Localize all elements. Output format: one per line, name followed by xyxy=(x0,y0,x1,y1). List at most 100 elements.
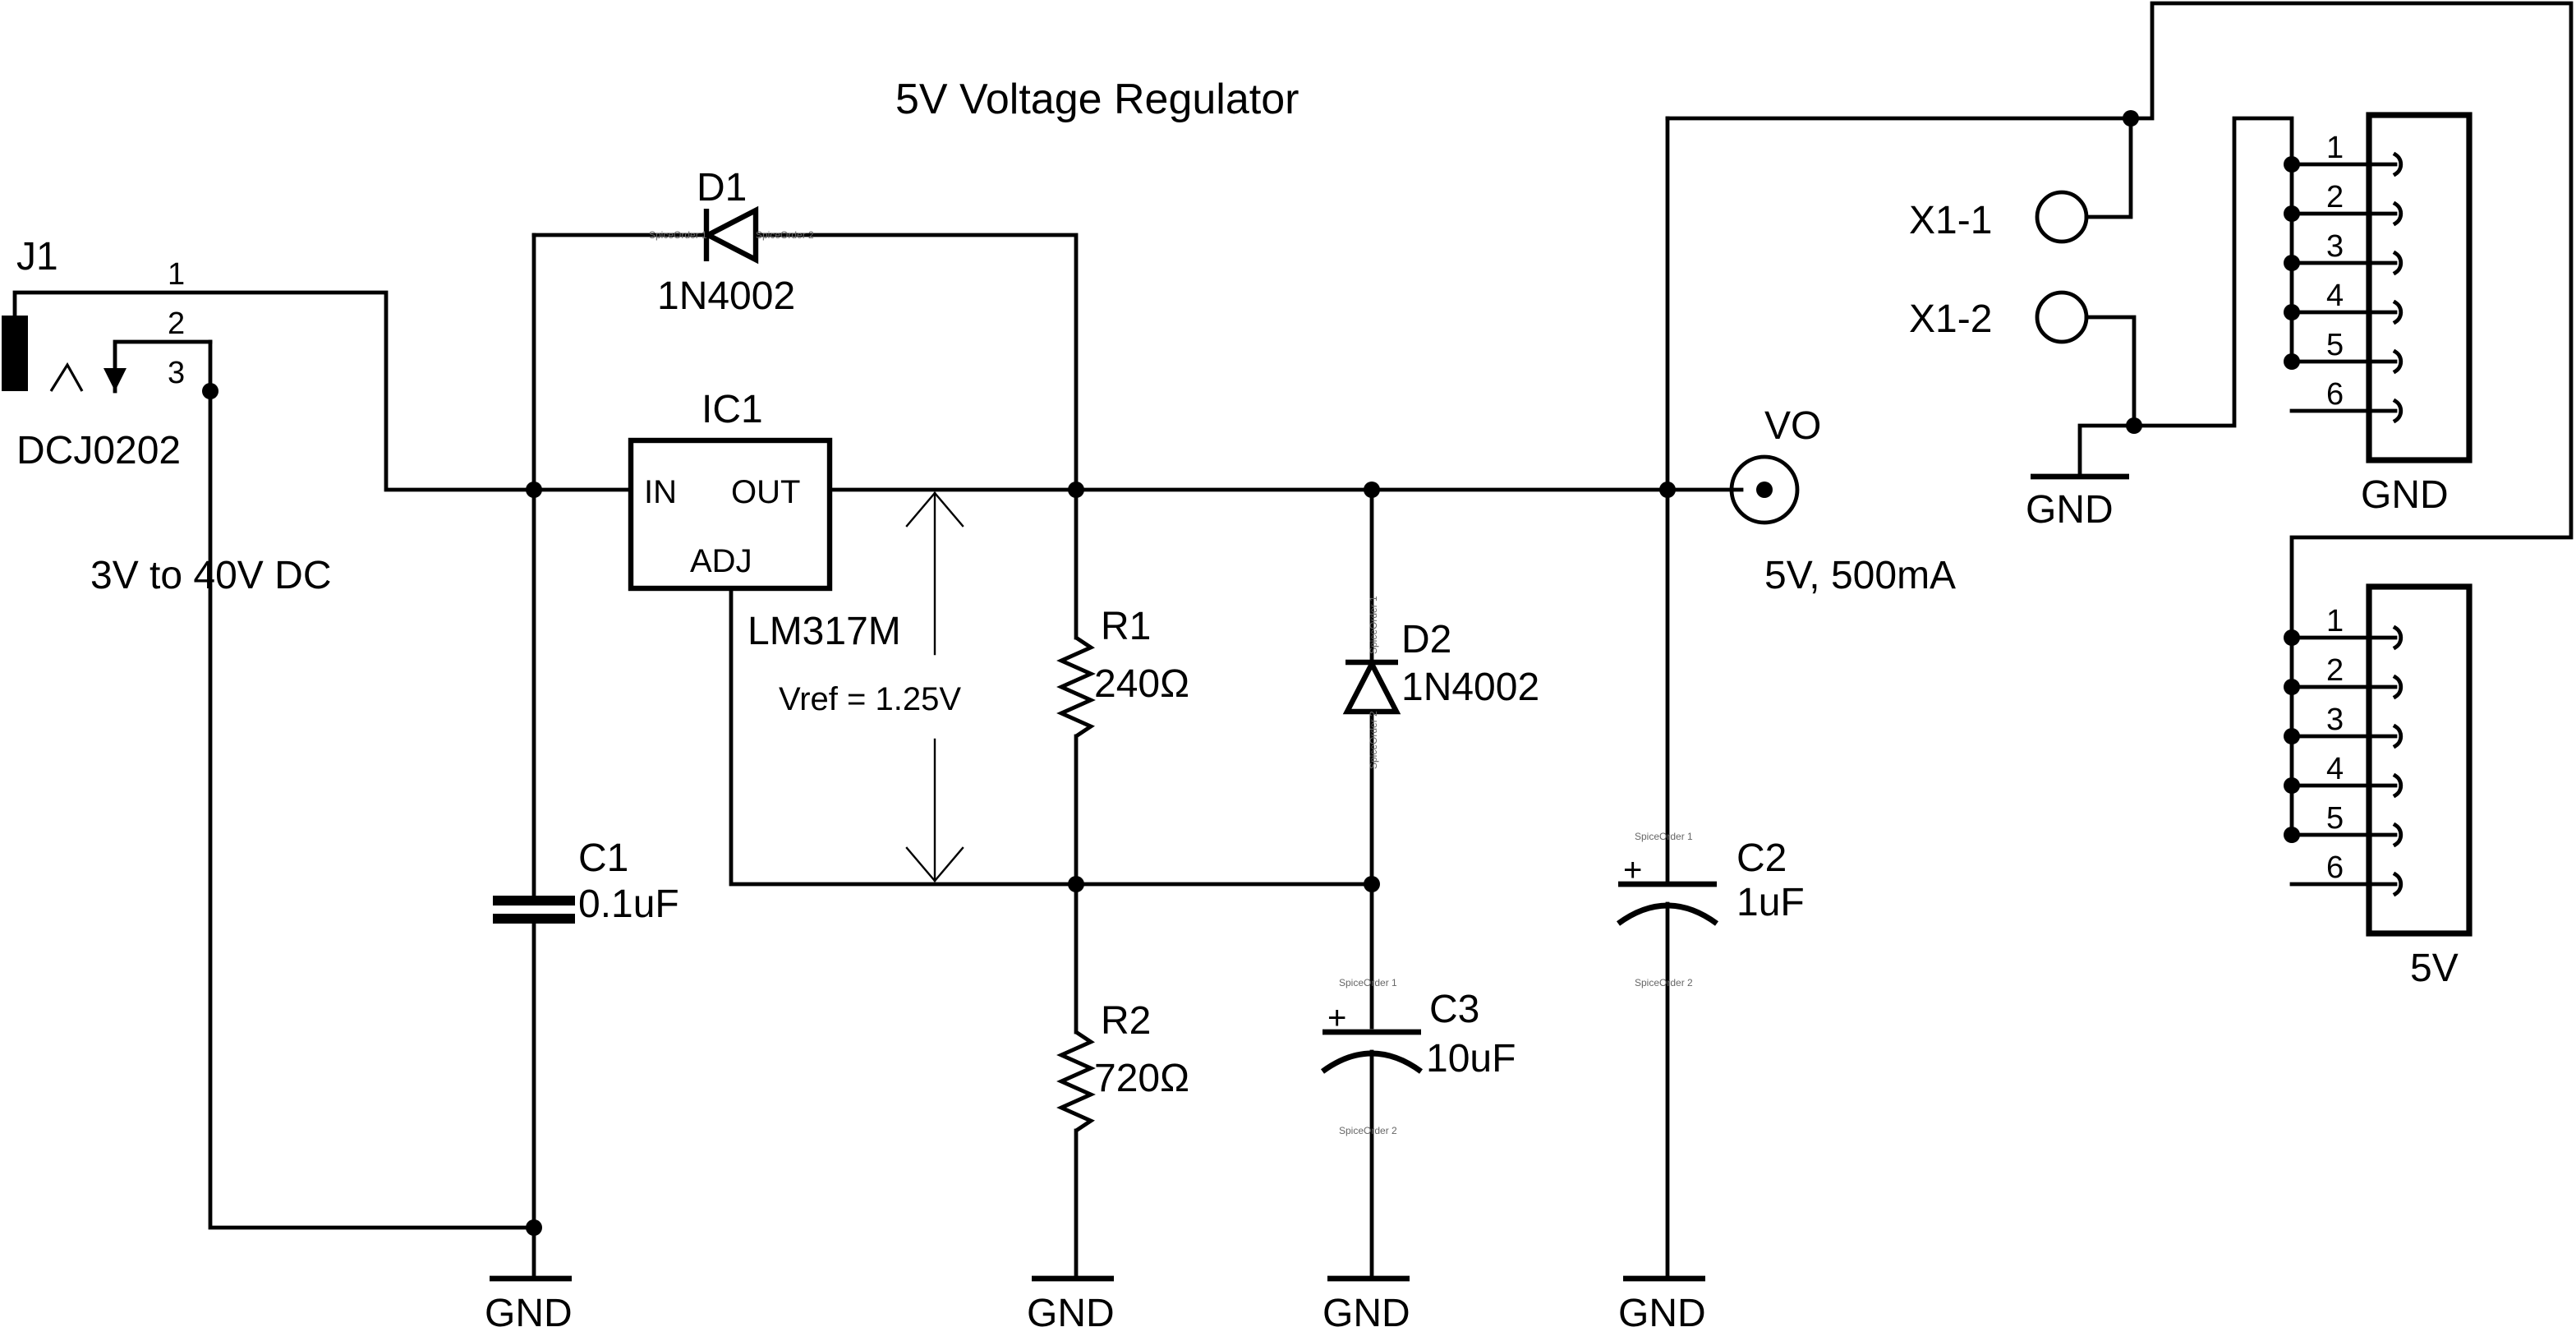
capacitor-c1[interactable] xyxy=(493,896,575,924)
c1-ref: C1 xyxy=(578,836,628,880)
header-gnd-pin-contact xyxy=(2392,398,2404,424)
header-gnd-pin-contact xyxy=(2392,151,2404,177)
ic1-ref: IC1 xyxy=(702,388,763,431)
r1-ref: R1 xyxy=(1101,605,1151,648)
ic1-part: LM317M xyxy=(748,610,901,653)
j1-part: DCJ0202 xyxy=(16,429,181,472)
header-5v-pin-number: 6 xyxy=(2326,850,2344,885)
junction-dot xyxy=(1068,482,1084,498)
junction-dot xyxy=(1659,482,1676,498)
wire-j1-pin3-to-ground xyxy=(208,389,536,1230)
junction-dot xyxy=(1364,482,1380,498)
diagram-title: 5V Voltage Regulator xyxy=(895,76,1299,123)
header-5v-pin-number: 1 xyxy=(2326,604,2344,638)
header-5v-pin-number: 2 xyxy=(2326,653,2344,688)
header-gnd-pin-contact xyxy=(2392,299,2404,325)
dc-jack-j1[interactable] xyxy=(2,316,213,394)
jack-body xyxy=(2,316,28,391)
header-gnd-pin-junction xyxy=(2284,255,2300,271)
c3-value: 10uF xyxy=(1426,1037,1516,1081)
header-5v-pin-junction xyxy=(2284,777,2300,794)
header-gnd-pin-number: 3 xyxy=(2326,229,2344,264)
d1-part: 1N4002 xyxy=(657,274,795,318)
output-rating: 5V, 500mA xyxy=(1764,554,1956,597)
c2-ref: C2 xyxy=(1736,836,1787,880)
header-5v-pin-contact xyxy=(2392,723,2404,749)
diode-d1[interactable] xyxy=(702,205,759,265)
x1-2-label: X1-2 xyxy=(1909,297,1992,341)
d2-spice-order-1: SpiceOrder 1 xyxy=(1368,596,1379,654)
header-gnd-pin-number: 4 xyxy=(2326,279,2344,313)
header-5v-pin-number: 3 xyxy=(2326,703,2344,737)
j1-ref: J1 xyxy=(16,235,58,279)
header-gnd-label: GND xyxy=(2361,473,2449,517)
header-gnd-pin-contact xyxy=(2392,348,2404,375)
header-5v-pin-contact xyxy=(2392,871,2404,897)
header-5v-pin-number: 5 xyxy=(2326,801,2344,836)
ground-label-c3: GND xyxy=(1322,1292,1410,1335)
output-testpoint-vo[interactable] xyxy=(1729,454,1800,525)
jack-spring-contact xyxy=(49,362,84,392)
c3-ref: C3 xyxy=(1429,988,1479,1031)
c2-spice-order-1: SpiceOrder 1 xyxy=(1635,831,1693,842)
header-gnd-pin-number: 6 xyxy=(2326,377,2344,412)
header-5v-pin-contact xyxy=(2392,674,2404,700)
junction-dots xyxy=(202,110,2142,1236)
junction-dot xyxy=(1364,876,1380,892)
header-5v-pin-junction xyxy=(2284,679,2300,695)
resistor-r2[interactable] xyxy=(1056,1030,1096,1132)
header-gnd-pin-junction xyxy=(2284,156,2300,173)
header-gnd-pin-junction xyxy=(2284,304,2300,320)
header-gnd-pin-number: 5 xyxy=(2326,328,2344,362)
c1-value: 0.1uF xyxy=(578,882,679,926)
vref-arrowhead-bottom xyxy=(905,846,964,882)
j1-pin2-label: 2 xyxy=(168,306,185,341)
wire-j1-pin1-to-input xyxy=(12,290,633,492)
d1-triangle xyxy=(702,205,759,265)
header-5v-pin-contact xyxy=(2392,772,2404,799)
vref-dimension-arrow xyxy=(905,491,964,882)
vref-label: Vref = 1.25V xyxy=(779,681,961,717)
wire-x1-2 xyxy=(2084,315,2137,428)
header-gnd-pin-number: 2 xyxy=(2326,180,2344,214)
wire-d1-anode xyxy=(753,233,1079,492)
wire-adj-node xyxy=(729,586,1374,887)
c2-value: 1uF xyxy=(1736,881,1805,924)
junction-dot xyxy=(1068,876,1084,892)
header-gnd[interactable] xyxy=(2366,112,2472,463)
j1-pin1-label: 1 xyxy=(168,257,185,292)
header-5v[interactable] xyxy=(2366,583,2472,937)
ic1-pin-in: IN xyxy=(644,474,677,510)
c3-polarity: + xyxy=(1327,1000,1346,1036)
header-5v-pin-junction xyxy=(2284,629,2300,646)
junction-dot xyxy=(202,383,218,399)
header-5v-pin-junction xyxy=(2284,728,2300,744)
c3-spice-order-1: SpiceOrder 1 xyxy=(1339,977,1397,988)
x1-2-pad[interactable] xyxy=(2035,290,2089,344)
c2-spice-order-2: SpiceOrder 2 xyxy=(1635,977,1693,988)
ic1-pin-out: OUT xyxy=(731,474,800,510)
resistor-r1[interactable] xyxy=(1056,636,1096,738)
header-5v-pin-contact xyxy=(2392,822,2404,848)
diode-d2[interactable] xyxy=(1342,658,1401,715)
header-5v-label: 5V xyxy=(2410,947,2459,990)
vref-arrowhead-top xyxy=(905,491,964,528)
x1-1-pad[interactable] xyxy=(2035,190,2089,244)
d2-spice-order-2: SpiceOrder 2 xyxy=(1368,711,1379,769)
ground-label-x1: GND xyxy=(2026,488,2114,532)
junction-dot xyxy=(2123,110,2139,127)
junction-dot xyxy=(526,482,542,498)
x1-1-label: X1-1 xyxy=(1909,199,1992,242)
r1-value: 240Ω xyxy=(1094,662,1189,706)
j1-pin3-label: 3 xyxy=(168,356,185,390)
ground-label-r2: GND xyxy=(1027,1292,1115,1335)
header-gnd-pin-junction xyxy=(2284,205,2300,222)
ground-label-c2: GND xyxy=(1618,1292,1706,1335)
d2-part: 1N4002 xyxy=(1401,666,1539,709)
junction-dot xyxy=(526,1219,542,1236)
header-5v-pin-contact xyxy=(2392,624,2404,651)
header-5v-pin-junction xyxy=(2284,827,2300,843)
